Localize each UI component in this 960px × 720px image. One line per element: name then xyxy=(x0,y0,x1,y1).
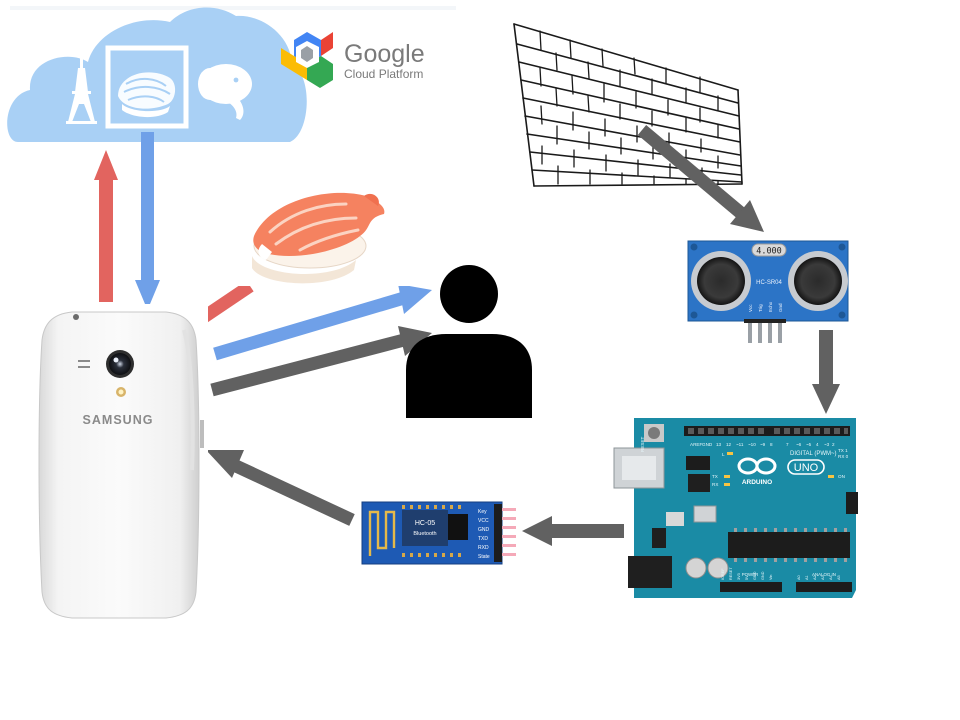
bt-pin-label: RXD xyxy=(478,545,489,551)
analog-pin-label: A1 xyxy=(805,575,809,580)
sensor-model-text: HC-SR04 xyxy=(756,280,782,286)
analog-pin-label: A2 xyxy=(813,575,817,580)
digital-pin-label: AREF xyxy=(690,442,702,447)
analog-pin-label: A4 xyxy=(829,575,833,580)
l-led-label: L xyxy=(722,452,725,457)
brick-wall-icon xyxy=(513,23,743,187)
digital-pin-label: RX 0 xyxy=(838,454,849,459)
analog-header-label: ANALOG IN xyxy=(812,572,836,577)
power-pin-label: 5V xyxy=(745,575,749,580)
digital-pin-label: 13 xyxy=(716,442,722,447)
digital-pin-label: ~9 xyxy=(760,442,766,447)
gcp-hexagon-icon xyxy=(281,32,333,88)
ultrasonic-sensor: 4.000 HC-SR04 Vcc Trig Echo Gnd xyxy=(687,240,849,343)
digital-header-label: DIGITAL (PWM~) xyxy=(790,451,837,457)
upload-arrow xyxy=(94,150,118,302)
transducer-right-icon xyxy=(788,251,848,311)
rx-led-label: RX xyxy=(712,482,718,487)
arduino-board: AREF GND 13 12 ~11 ~10 ~9 8 7 ~6 ~5 4 ~3… xyxy=(613,418,858,598)
google-cloud-logo: Google Cloud Platform xyxy=(281,32,425,88)
google-brand-text: Google xyxy=(344,40,425,68)
digital-pin-label: 8 xyxy=(770,442,773,447)
sensor-pin-label: Echo xyxy=(768,301,773,312)
phone-to-person-gray-arrow xyxy=(210,326,432,397)
sensor-pin-label: Gnd xyxy=(778,303,783,312)
power-header-label: POWER xyxy=(742,572,759,577)
crystal-label: 4.000 xyxy=(756,247,782,257)
digital-pin-label: TX 1 xyxy=(838,448,848,453)
sensor-pin-label: Trig xyxy=(758,304,763,312)
digital-pin-label: ~5 xyxy=(806,442,812,447)
power-pin-label: GND xyxy=(761,571,765,580)
camera-icon xyxy=(106,350,134,378)
download-arrow xyxy=(135,132,160,310)
bt-model-text: HC-05 xyxy=(415,520,435,527)
tx-led-label: TX xyxy=(712,474,718,479)
arduino-to-bluetooth-arrow xyxy=(522,516,624,546)
cloud-platform-text: Cloud Platform xyxy=(344,67,423,81)
arduino-logo-icon xyxy=(737,457,777,475)
reset-button-icon xyxy=(644,424,664,442)
arduino-brand-text: ARDUINO xyxy=(742,479,772,486)
on-led-label: ON xyxy=(838,474,845,479)
digital-pin-label: 2 xyxy=(832,442,835,447)
digital-pin-label: 12 xyxy=(726,442,732,447)
digital-pin-label: GND xyxy=(702,442,713,447)
digital-pin-label: 7 xyxy=(786,442,789,447)
arduino-model-text: UNO xyxy=(794,462,819,474)
power-pin-label: GND xyxy=(753,571,757,580)
bt-pin-label: VCC xyxy=(478,518,489,524)
bluetooth-to-phone-arrow xyxy=(206,450,355,526)
transducer-left-icon xyxy=(691,251,751,311)
elephant-icon xyxy=(198,64,252,120)
sensor-pin-label: Vcc xyxy=(748,304,753,312)
power-pin-label: Vin xyxy=(769,575,773,580)
bt-pin-label: TXD xyxy=(478,536,488,542)
power-pin-label: RESET xyxy=(729,567,733,580)
analog-pin-label: A5 xyxy=(837,575,841,580)
capacitor-icon xyxy=(685,557,729,579)
bluetooth-module: HC-05 Bluetooth Key VCC GND TXD RXD Stat… xyxy=(361,501,516,565)
digital-pin-label: ~10 xyxy=(748,442,756,447)
person-icon xyxy=(406,265,532,418)
sushi-icon xyxy=(180,180,410,286)
cloud-icon xyxy=(7,6,456,143)
bt-pin-label: Key xyxy=(478,509,487,515)
bt-pin-label: GND xyxy=(478,527,490,533)
sensor-pins xyxy=(744,319,786,343)
phone-to-person-blue-arrow xyxy=(213,284,432,361)
wall-to-sensor-arrow xyxy=(637,125,764,232)
sensor-to-arduino-arrow xyxy=(812,330,840,414)
digital-pin-label: 4 xyxy=(816,442,819,447)
sushi-app-icon xyxy=(105,45,189,129)
phone-brand-text: SAMSUNG xyxy=(83,413,154,427)
speaker-grill-icon xyxy=(78,360,90,368)
power-pin-label: IOREF xyxy=(721,568,725,580)
bt-header-pins xyxy=(494,504,516,562)
antenna-trace-icon xyxy=(368,510,396,556)
reset-label: RESET xyxy=(640,436,645,452)
flash-icon xyxy=(116,387,126,397)
power-pin-label: 3V3 xyxy=(737,573,741,580)
smartphone: SAMSUNG xyxy=(28,304,208,630)
bt-subtitle-text: Bluetooth xyxy=(413,531,436,537)
bt-pin-label: State xyxy=(478,554,490,560)
digital-pin-label: ~6 xyxy=(796,442,802,447)
analog-pin-label: A0 xyxy=(797,575,801,580)
digital-pin-label: ~11 xyxy=(736,442,744,447)
analog-pin-label: A3 xyxy=(821,575,825,580)
digital-pin-label: ~3 xyxy=(824,442,830,447)
tower-icon xyxy=(66,56,97,124)
